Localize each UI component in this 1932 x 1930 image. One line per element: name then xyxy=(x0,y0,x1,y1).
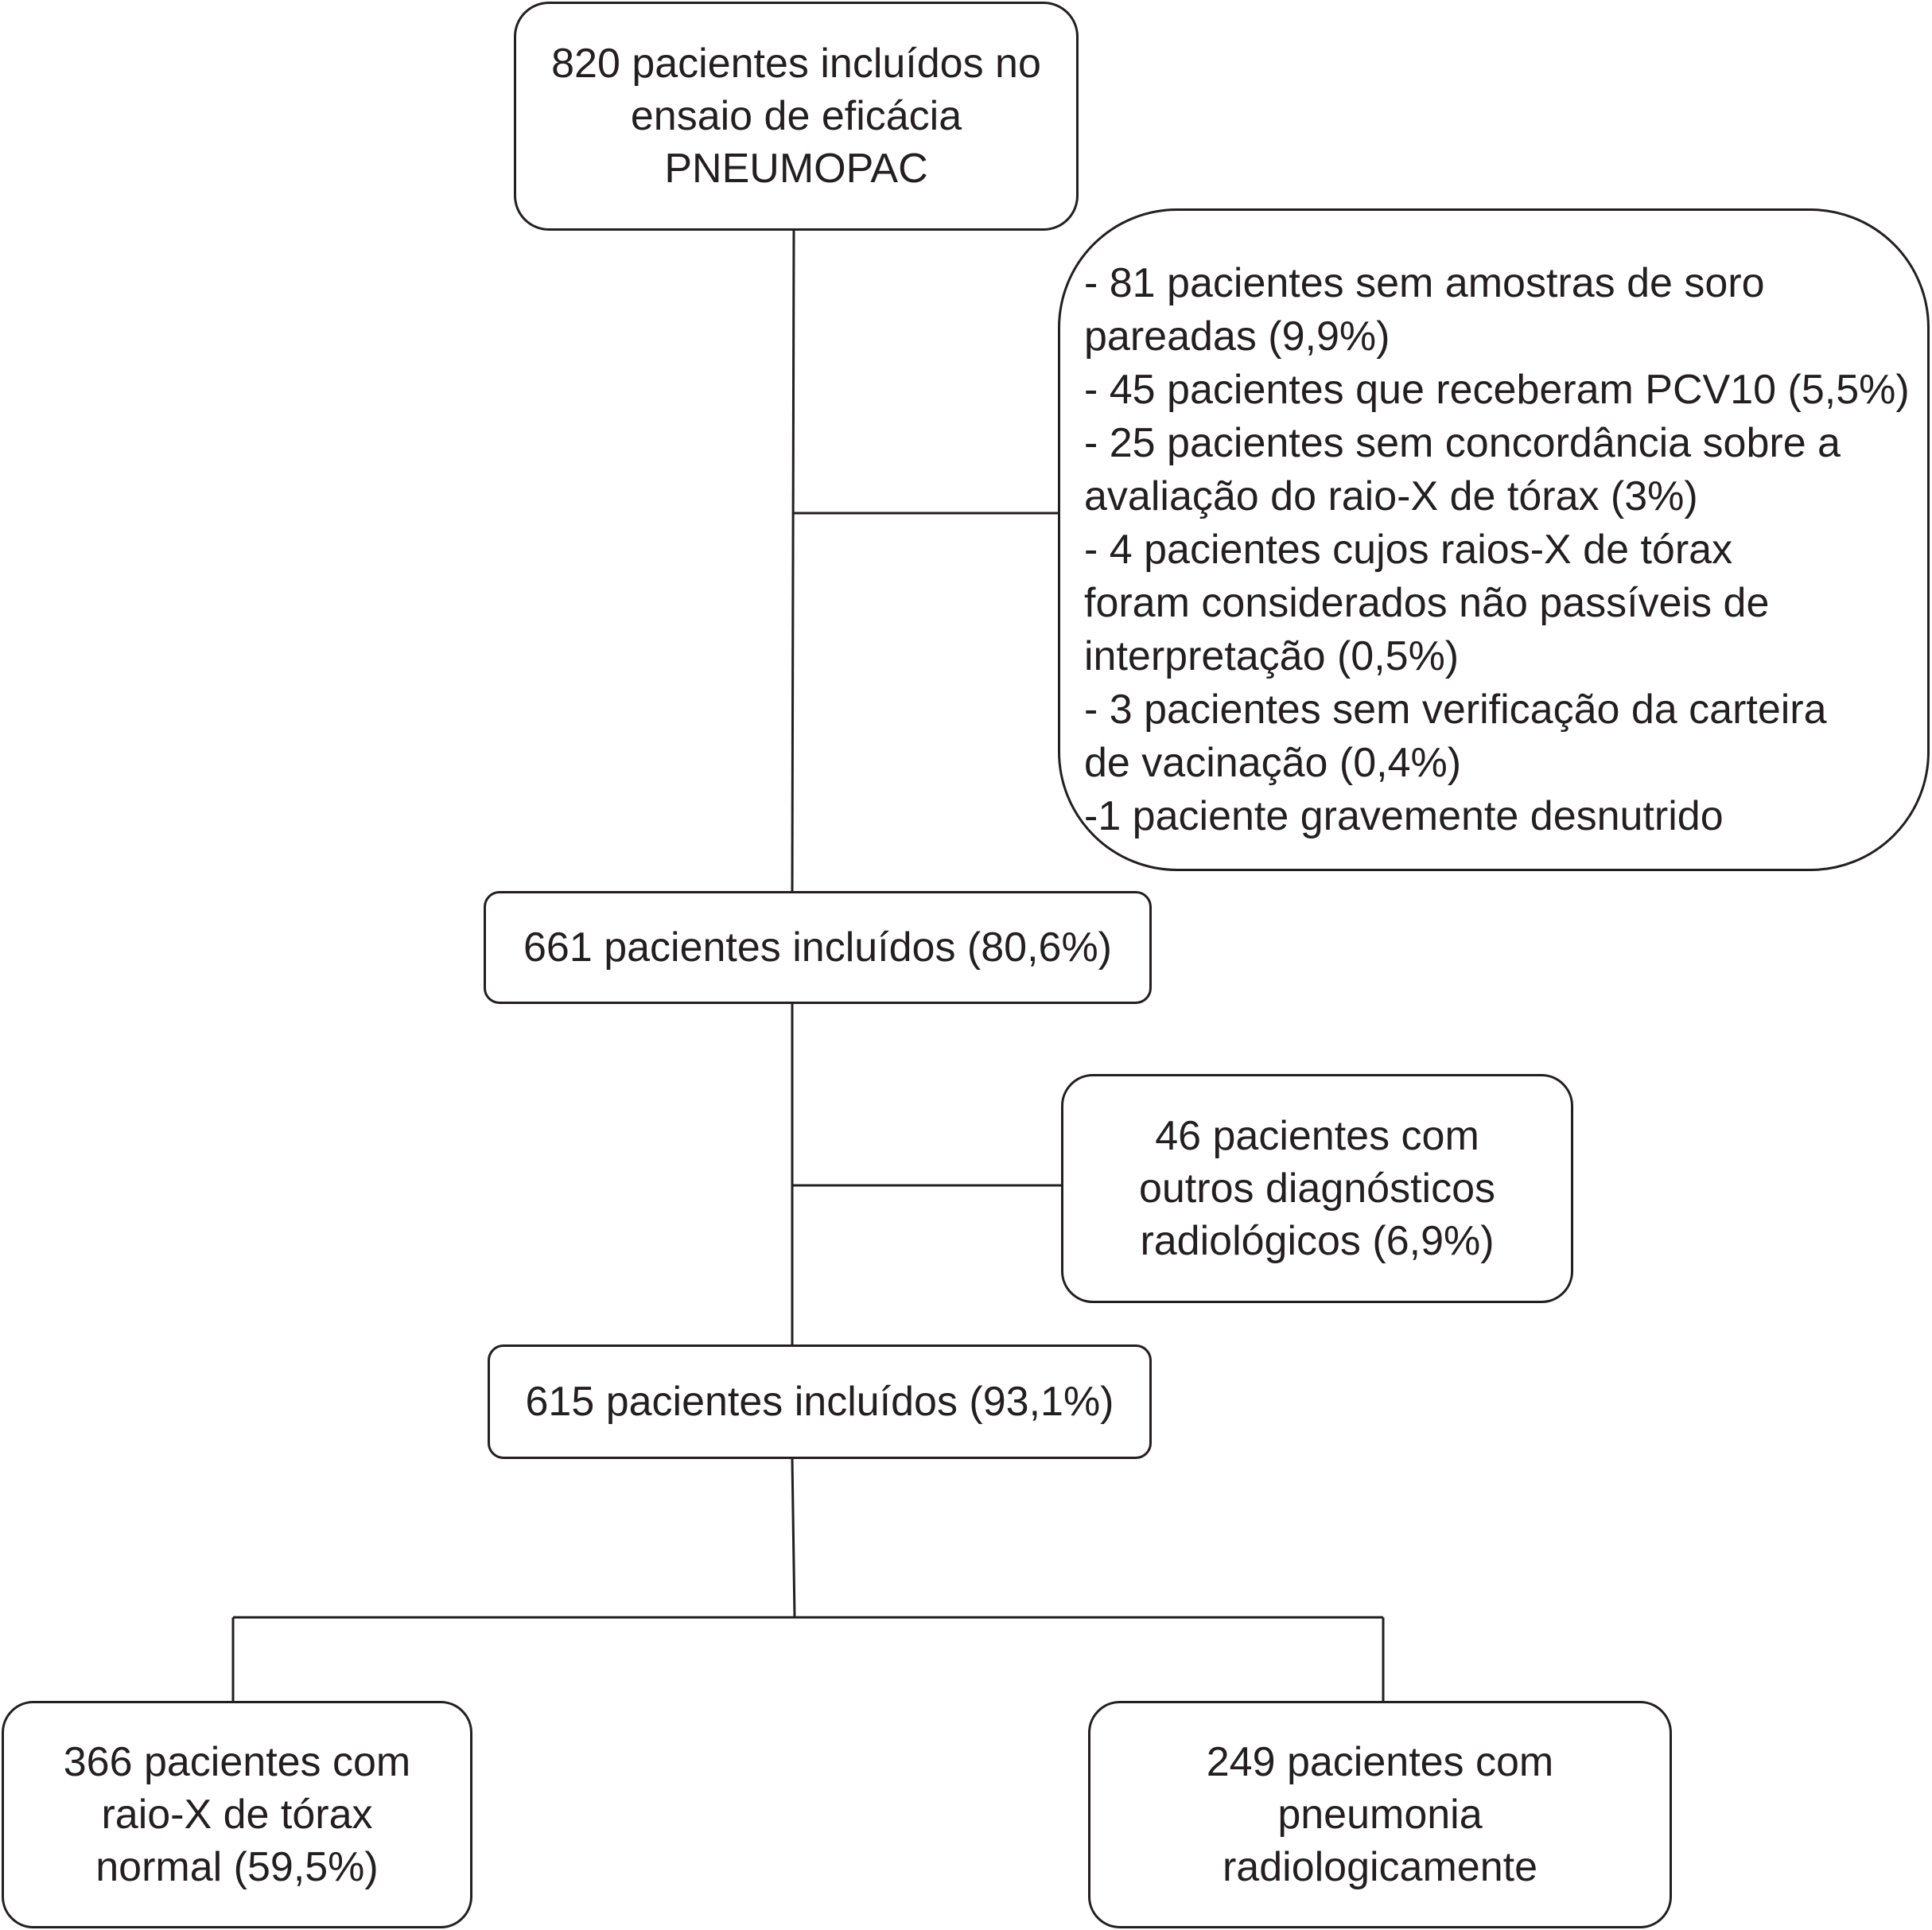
exclusion-line-8: interpretação (0,5%) xyxy=(1084,633,1460,679)
exclusions-box-2: 46 pacientes com outros diagnósticos rad… xyxy=(1061,1074,1573,1303)
exclusions-2-line-3: radiológicos (6,9%) xyxy=(1140,1218,1495,1264)
exclusion-line-11: -1 paciente gravemente desnutrido xyxy=(1084,793,1724,839)
pneumonia-line-2: pneumonia xyxy=(1277,1792,1483,1838)
normal-xray-line-1: 366 pacientes com xyxy=(63,1739,411,1785)
exclusion-line-6: - 4 pacientes cujos raios-X de tórax xyxy=(1084,527,1733,573)
enrolled-text-line-1: 820 pacientes incluídos no xyxy=(551,41,1041,87)
exclusions-2-line-2: outros diagnósticos xyxy=(1138,1165,1496,1212)
exclusion-line-2: pareadas (9,9%) xyxy=(1084,313,1390,360)
normal-xray-box: 366 pacientes com raio-X de tórax normal… xyxy=(2,1701,472,1928)
pneumonia-box: 249 pacientes com pneumonia radiologicam… xyxy=(1088,1701,1672,1928)
included-box-1: 661 pacientes incluídos (80,6%) xyxy=(484,891,1152,1004)
exclusion-line-1: - 81 pacientes sem amostras de soro xyxy=(1084,260,1765,306)
exclusion-line-5: avaliação do raio-X de tórax (3%) xyxy=(1084,473,1698,519)
enrolled-text-line-2: ensaio de eficácia xyxy=(630,93,962,139)
included-2-text: 615 pacientes incluídos (93,1%) xyxy=(525,1379,1114,1425)
normal-xray-line-2: raio-X de tórax xyxy=(101,1792,373,1838)
included-box-2: 615 pacientes incluídos (93,1%) xyxy=(488,1344,1152,1459)
connector-included-2-to-split xyxy=(791,1458,796,1618)
exclusions-box-1: - 81 pacientes sem amostras de soro pare… xyxy=(1058,208,1930,871)
normal-xray-line-3: normal (59,5%) xyxy=(95,1844,379,1890)
exclusion-line-9: - 3 pacientes sem verificação da carteir… xyxy=(1084,687,1827,733)
included-1-text: 661 pacientes incluídos (80,6%) xyxy=(523,924,1112,971)
exclusion-line-10: de vacinação (0,4%) xyxy=(1084,740,1462,786)
exclusion-line-4: - 25 pacientes sem concordância sobre a xyxy=(1084,420,1841,466)
enrolled-box: 820 pacientes incluídos no ensaio de efi… xyxy=(514,2,1079,231)
pneumonia-line-1: 249 pacientes com xyxy=(1206,1739,1554,1785)
connector-enrolled-to-included-1 xyxy=(791,230,795,892)
enrolled-text-line-3: PNEUMOPAC xyxy=(664,146,928,192)
exclusion-line-3: - 45 pacientes que receberam PCV10 (5,5%… xyxy=(1084,367,1910,413)
exclusions-2-line-1: 46 pacientes com xyxy=(1155,1113,1479,1159)
exclusion-line-7: foram considerados não passíveis de xyxy=(1084,580,1770,626)
pneumonia-line-3: radiologicamente xyxy=(1222,1844,1538,1890)
